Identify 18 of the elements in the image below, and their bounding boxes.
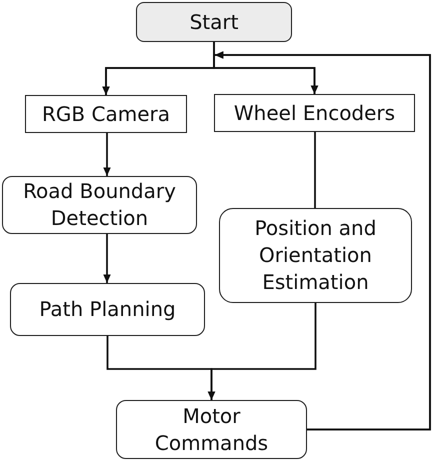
process-box xyxy=(2,176,197,234)
box-label: Start xyxy=(190,8,238,36)
connector-line xyxy=(314,132,316,208)
process-box xyxy=(219,208,412,303)
box-label: Position and Orientation Estimation xyxy=(254,215,378,296)
process-box xyxy=(25,95,187,133)
arrow xyxy=(103,133,111,176)
box-label: RGB Camera xyxy=(42,100,170,128)
box-label: Path Planning xyxy=(39,296,176,323)
box-label: Wheel Encoders xyxy=(234,100,396,126)
process-box xyxy=(10,283,205,336)
box-label: Motor Commands xyxy=(154,402,270,456)
start-box xyxy=(136,2,292,42)
process-box xyxy=(116,400,307,459)
box-label: Road Boundary Detection xyxy=(22,178,177,232)
process-box xyxy=(214,94,415,132)
arrow xyxy=(208,303,316,400)
arrow xyxy=(103,234,111,283)
